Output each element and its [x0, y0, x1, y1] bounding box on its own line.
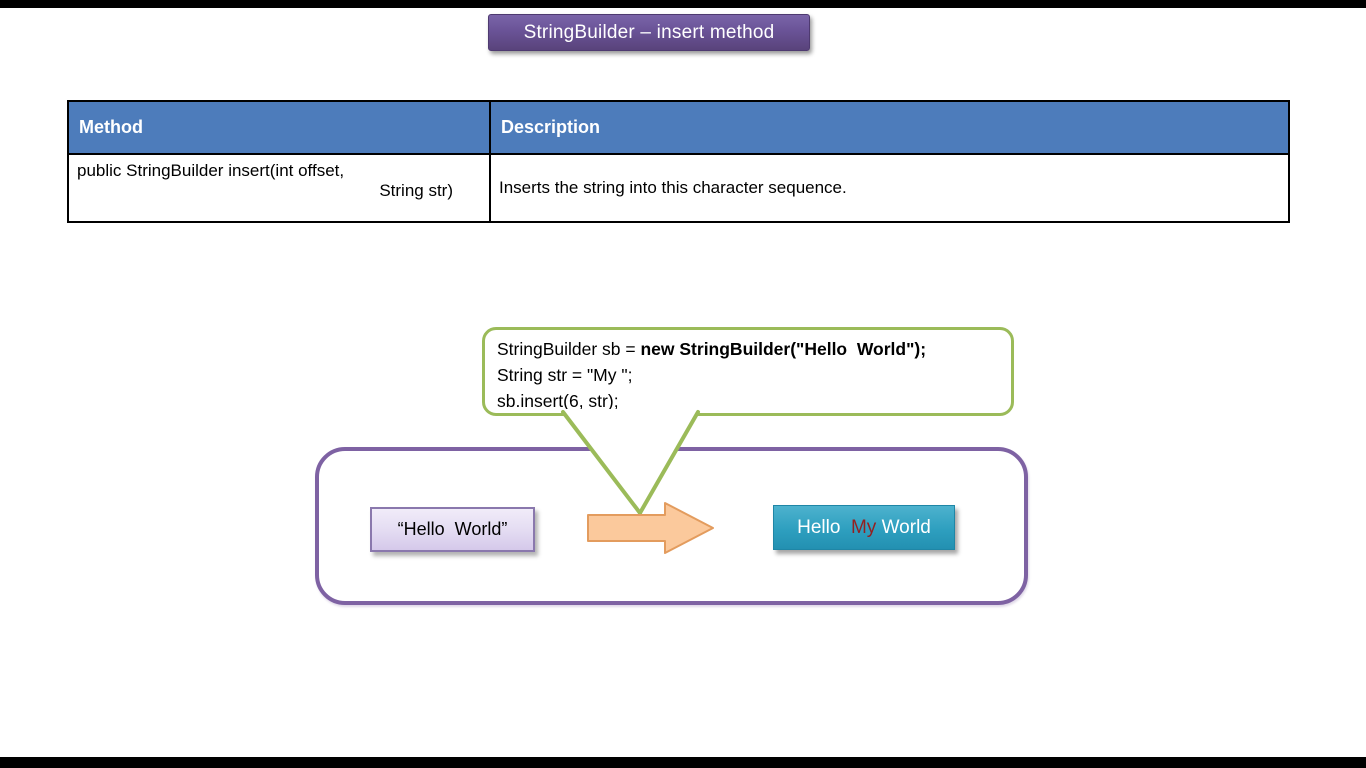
- method-signature-line-2: String str): [379, 181, 453, 200]
- input-string-box: “Hello World”: [370, 507, 535, 552]
- code-callout: StringBuilder sb = new StringBuilder("He…: [482, 327, 1014, 416]
- title-banner: StringBuilder – insert method: [488, 14, 810, 51]
- slide-title: StringBuilder – insert method: [523, 21, 775, 43]
- table-header-row: Method Description: [67, 100, 1290, 155]
- table-header-description: Description: [489, 100, 1290, 155]
- method-table: Method Description public StringBuilder …: [67, 100, 1290, 223]
- input-string-label: “Hello World”: [397, 519, 508, 539]
- code-line-1: StringBuilder sb = new StringBuilder("He…: [497, 336, 1011, 362]
- letterbox-bottom-bar: [0, 757, 1366, 768]
- result-part-inserted: My: [850, 516, 877, 538]
- description-text: Inserts the string into this character s…: [499, 178, 847, 197]
- code-line-2: String str = "My ";: [497, 365, 633, 385]
- result-part-after: World: [876, 516, 931, 538]
- code-line-1-normal: StringBuilder sb =: [497, 339, 641, 359]
- table-header-method: Method: [67, 100, 491, 155]
- letterbox-top-bar: [0, 0, 1366, 8]
- code-line-3: sb.insert(6, str);: [497, 391, 619, 411]
- table-row: public StringBuilder insert(int offset, …: [67, 153, 1290, 223]
- code-line-1-bold: new StringBuilder("Hello World");: [640, 339, 927, 359]
- description-cell: Inserts the string into this character s…: [489, 153, 1290, 223]
- method-cell: public StringBuilder insert(int offset, …: [67, 153, 491, 223]
- result-string-box: Hello My World: [773, 505, 955, 550]
- method-signature-line-1: public StringBuilder insert(int offset,: [77, 161, 345, 180]
- result-part-before: Hello: [797, 516, 851, 538]
